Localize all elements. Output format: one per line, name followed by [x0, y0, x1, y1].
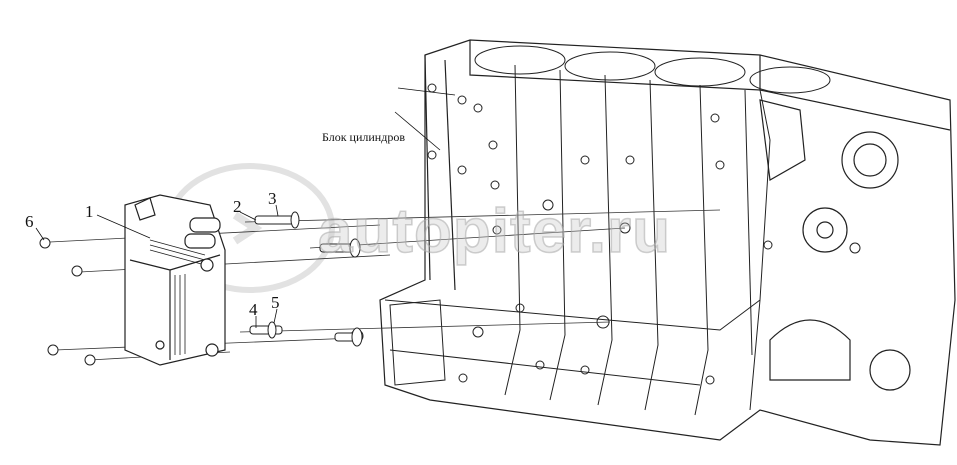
watermark-text: autopiter.ru	[317, 196, 672, 267]
fasteners	[39, 211, 363, 366]
callout-4: 4	[249, 300, 258, 319]
leader-lines	[35, 87, 456, 328]
pump-module	[124, 194, 226, 366]
callout-1: 1	[85, 202, 94, 221]
cylinder-block	[350, 39, 956, 446]
cylinder-block-label: Блок цилиндров	[322, 130, 405, 144]
callout-5: 5	[271, 293, 280, 312]
callout-2: 2	[233, 197, 242, 216]
callout-3: 3	[268, 189, 277, 208]
callout-6: 6	[25, 212, 34, 231]
